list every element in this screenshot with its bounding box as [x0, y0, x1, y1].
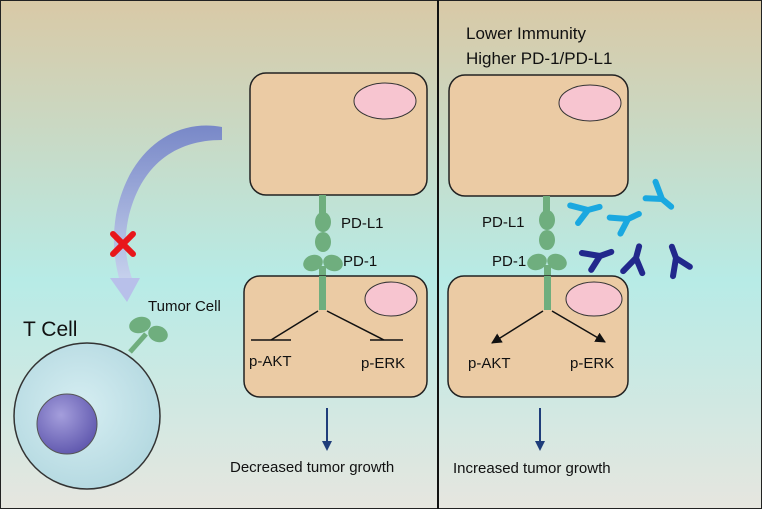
antibody-icon: [606, 210, 642, 237]
right-pdl1-label: PD-L1: [482, 214, 525, 231]
right-lower-cell: [447, 275, 629, 398]
right-pd1-label: PD-1: [492, 253, 526, 270]
curved-arrow-head: [110, 278, 140, 302]
t-cell-nucleus: [36, 393, 98, 455]
right-lower-nucleus: [565, 281, 623, 317]
left-perk-label: p-ERK: [361, 355, 405, 372]
right-akt-arrow: [491, 310, 544, 344]
curved-arrow-icon: [113, 125, 222, 282]
right-down-arrow: [535, 408, 545, 451]
left-outcome-label: Decreased tumor growth: [230, 459, 394, 476]
right-pakt-label: p-AKT: [468, 355, 511, 372]
antibody-icon: [578, 248, 615, 273]
antibody-icon: [567, 202, 603, 227]
left-erk-inhibition: [326, 310, 403, 341]
right-erk-arrow: [551, 310, 606, 343]
left-upper-cell: [249, 72, 428, 196]
antibody-icon: [642, 178, 675, 210]
t-cell-label: T Cell: [23, 318, 77, 341]
tumor-cell-label: Tumor Cell: [148, 298, 221, 315]
left-lower-nucleus: [364, 281, 418, 317]
right-upper-cell: [448, 74, 629, 197]
left-upper-nucleus: [353, 82, 417, 120]
left-down-arrow: [322, 408, 332, 451]
left-pdl1-ligand: [315, 195, 331, 252]
right-outcome-label: Increased tumor growth: [453, 460, 611, 477]
antibody-icon: [668, 243, 693, 280]
left-akt-inhibition: [251, 310, 319, 341]
right-heading-line1: Lower Immunity: [466, 24, 586, 43]
red-cross-icon: [110, 231, 136, 257]
right-heading-line2: Higher PD-1/PD-L1: [466, 49, 612, 68]
right-pdl1-ligand: [539, 196, 555, 250]
right-upper-nucleus: [558, 84, 622, 122]
left-pakt-label: p-AKT: [249, 353, 292, 370]
t-cell-pd1-receptor: [128, 316, 168, 354]
antibody-icon: [620, 243, 646, 277]
left-lower-cell: [243, 275, 428, 398]
left-pd1-label: PD-1: [343, 253, 377, 270]
t-cell: [13, 342, 161, 490]
left-pdl1-label: PD-L1: [341, 215, 384, 232]
right-perk-label: p-ERK: [570, 355, 614, 372]
